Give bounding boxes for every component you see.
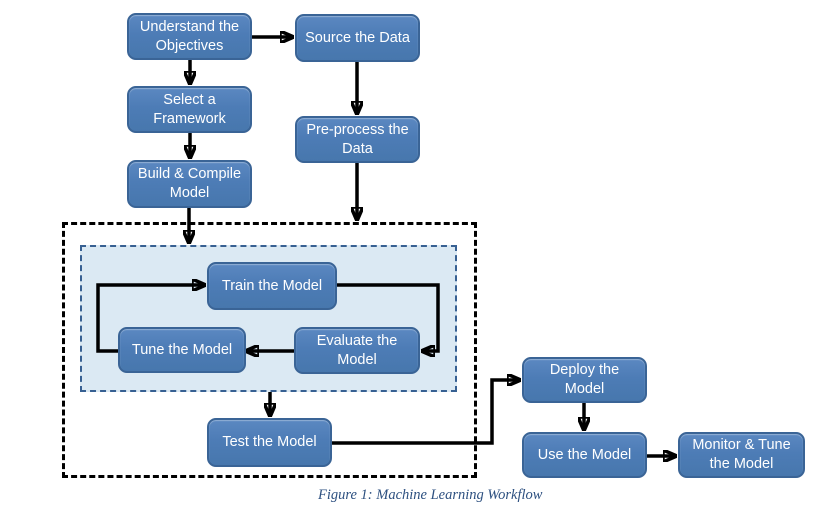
- flow-node-select-framework: Select a Framework: [127, 86, 252, 133]
- flow-node-use-model: Use the Model: [522, 432, 647, 478]
- flow-node-deploy-model: Deploy the Model: [522, 357, 647, 403]
- flow-node-tune-model: Tune the Model: [118, 327, 246, 373]
- flow-node-test-model: Test the Model: [207, 418, 332, 467]
- flow-node-source-data: Source the Data: [295, 14, 420, 62]
- flow-node-train-model: Train the Model: [207, 262, 337, 310]
- figure-caption: Figure 1: Machine Learning Workflow: [318, 487, 543, 503]
- flow-node-preprocess-data: Pre-process the Data: [295, 116, 420, 163]
- flow-node-monitor-tune-model: Monitor & Tune the Model: [678, 432, 805, 478]
- flow-node-evaluate-model: Evaluate the Model: [294, 327, 420, 374]
- pipeline-boundary-box: [62, 222, 477, 478]
- flow-node-understand-objectives: Understand the Objectives: [127, 13, 252, 60]
- flow-node-build-compile-model: Build & Compile Model: [127, 160, 252, 208]
